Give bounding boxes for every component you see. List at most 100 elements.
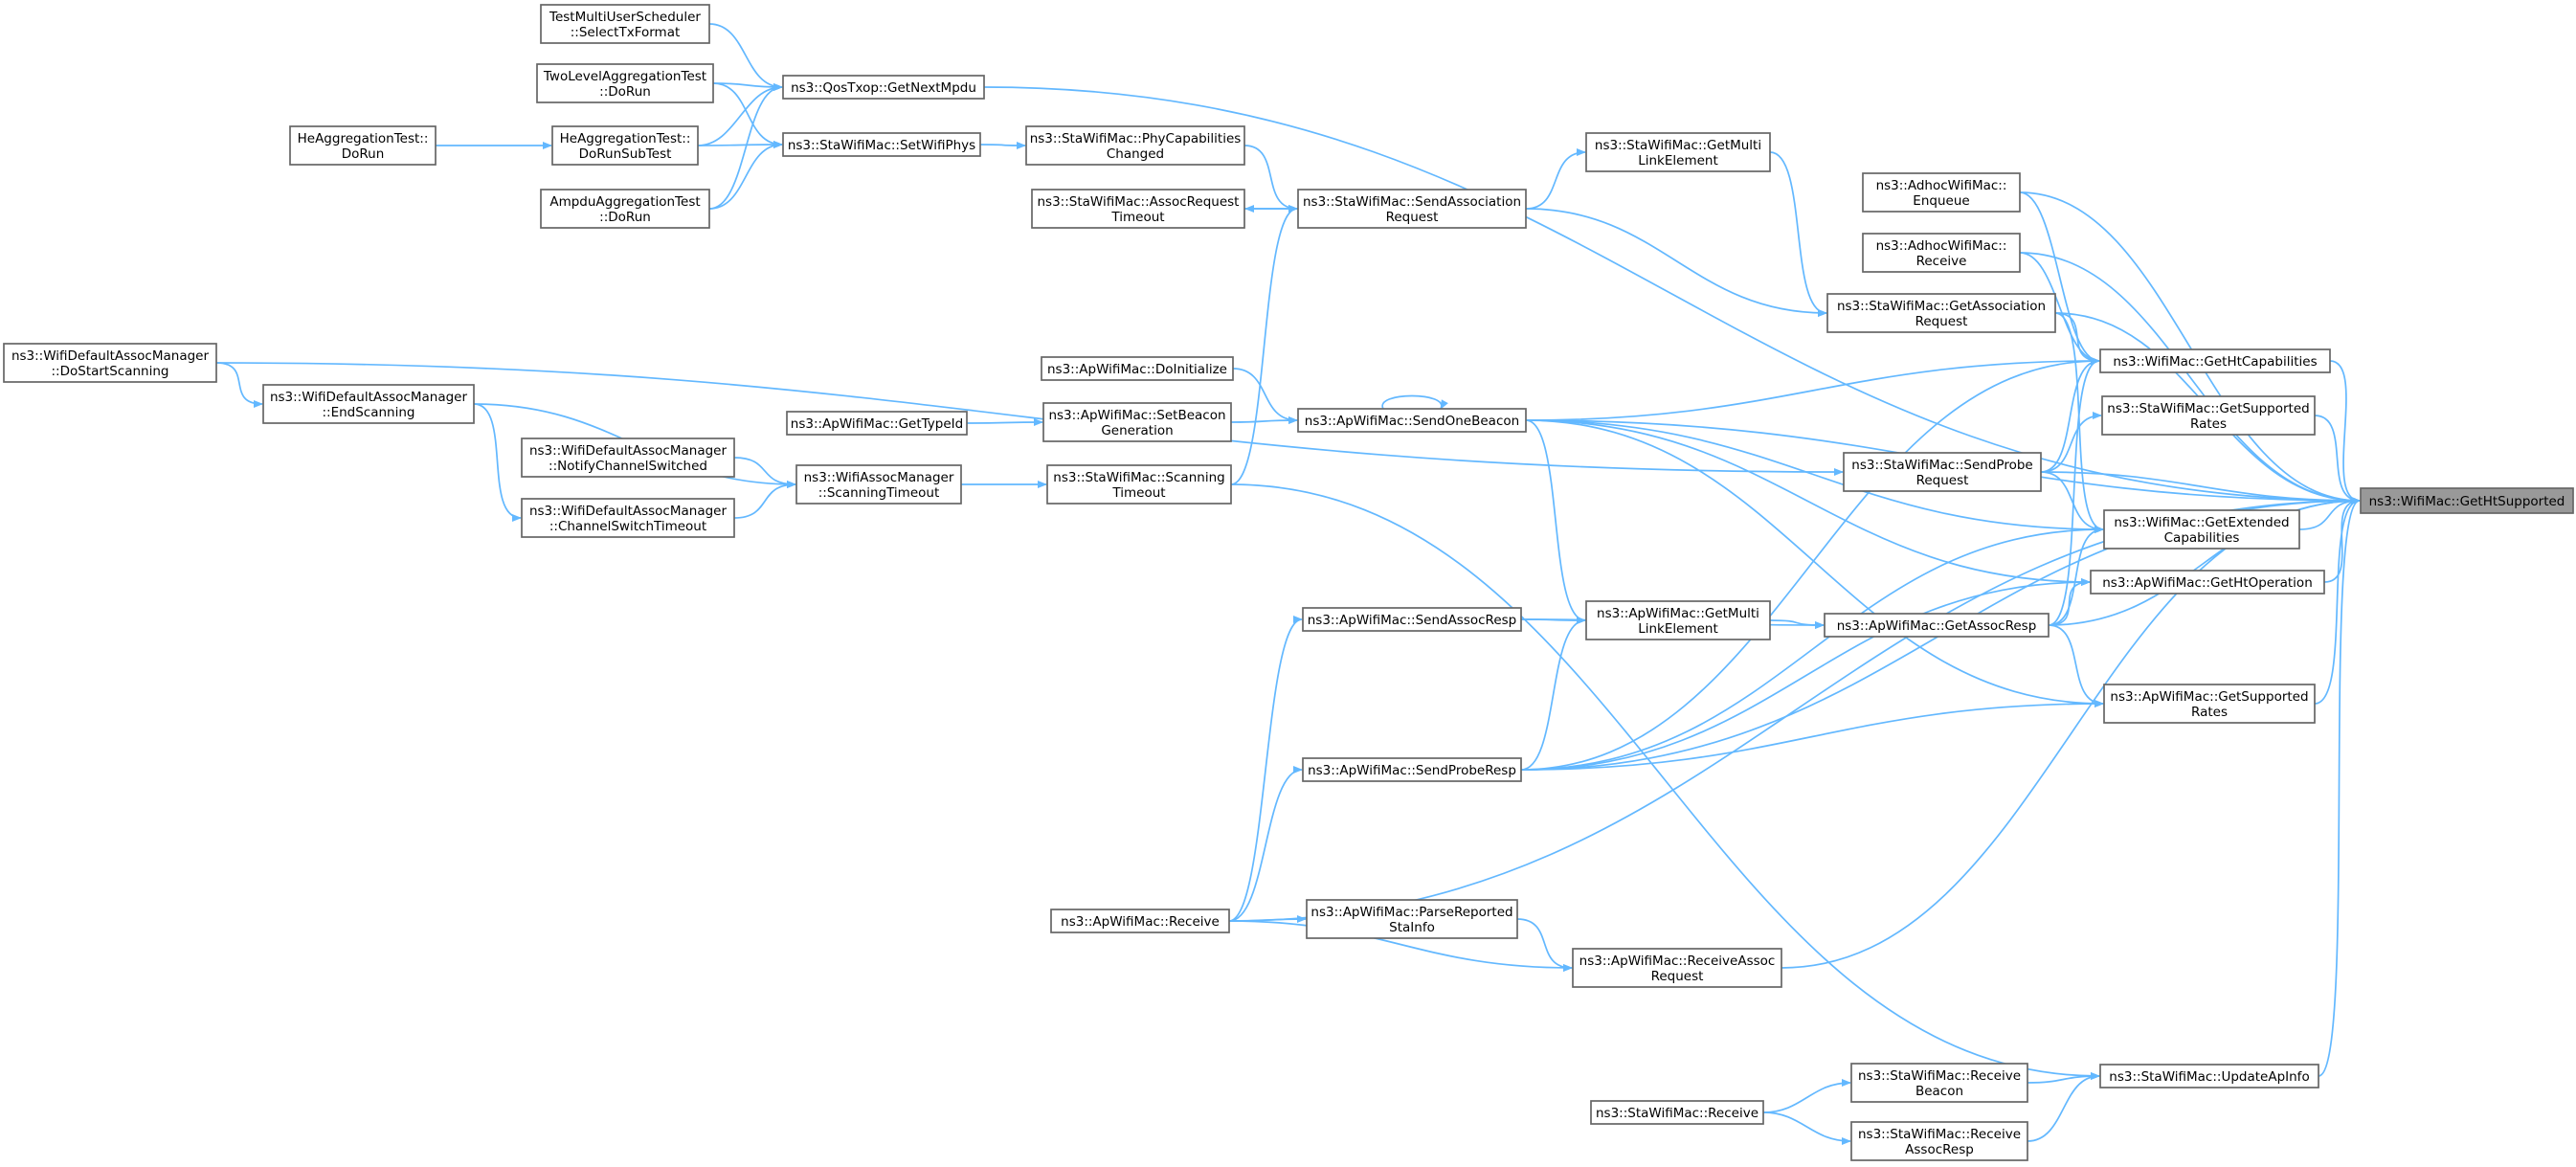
node-ampdu[interactable]: AmpduAggregationTest::DoRun: [540, 189, 710, 229]
node-sendassocresp[interactable]: ns3::ApWifiMac::SendAssocResp: [1302, 607, 1522, 632]
node-mgr_scantimeout[interactable]: ns3::WifiAssocManager::ScanningTimeout: [795, 464, 962, 505]
node-label: AssocResp: [1905, 1142, 1974, 1157]
node-label: Request: [1651, 969, 1704, 984]
node-label: Timeout: [1111, 485, 1165, 501]
node-twolevel[interactable]: TwoLevelAggregationTest::DoRun: [536, 63, 714, 103]
node-label: ns3::ApWifiMac::GetTypeId: [791, 416, 963, 432]
node-label: Request: [1915, 314, 1968, 329]
node-heagg_dorun[interactable]: HeAggregationTest::DoRun: [289, 125, 437, 166]
node-label: ns3::StaWifiMac::PhyCapabilities: [1030, 131, 1242, 146]
node-label: TwoLevelAggregationTest: [543, 69, 706, 84]
edge-ap_receive-to-sendassocresp: [1228, 616, 1303, 922]
node-box: [1297, 189, 1527, 229]
edge-sendproberesp-to-ap_getsuprates: [1520, 700, 2104, 771]
node-qos_getnextmpdu[interactable]: ns3::QosTxop::GetNextMpdu: [782, 75, 985, 100]
node-label: ns3::ApWifiMac::GetSupported: [2110, 689, 2308, 705]
node-label: ::DoRun: [599, 210, 651, 225]
node-box: [1826, 293, 2056, 333]
node-label: Receive: [1916, 254, 1967, 269]
node-label: ns3::AdhocWifiMac::: [1876, 178, 2007, 193]
edge-heagg_subtest-to-setwifiphys: [697, 141, 783, 149]
node-gettypeid[interactable]: ns3::ApWifiMac::GetTypeId: [786, 411, 968, 436]
node-box: [1572, 948, 1782, 988]
node-box: [1302, 607, 1522, 632]
node-box: [2103, 684, 2316, 724]
node-ap_receive[interactable]: ns3::ApWifiMac::Receive: [1050, 909, 1230, 933]
node-setwifiphys[interactable]: ns3::StaWifiMac::SetWifiPhys: [782, 132, 981, 157]
node-sendonebeacon[interactable]: ns3::ApWifiMac::SendOneBeacon: [1297, 408, 1527, 433]
node-endscan[interactable]: ns3::WifiDefaultAssocManager::EndScannin…: [262, 384, 475, 424]
node-gethtop[interactable]: ns3::ApWifiMac::GetHtOperation: [2090, 570, 2325, 595]
node-box: [289, 125, 437, 166]
node-box: [1025, 125, 1245, 166]
node-adhoc_enqueue[interactable]: ns3::AdhocWifiMac::Enqueue: [1862, 172, 2021, 213]
node-label: ns3::StaWifiMac::Receive: [1858, 1127, 2021, 1142]
edge-testmulti-to-qos_getnextmpdu: [708, 23, 783, 91]
edge-twolevel-to-qos_getnextmpdu: [712, 82, 783, 91]
node-root[interactable]: ns3::WifiMac::GetHtSupported: [2360, 487, 2574, 514]
edge-gettypeid-to-setbeacongen: [966, 418, 1043, 427]
node-box: [1843, 452, 2042, 492]
edge-dostartscan-to-sendprobereq: [215, 362, 1844, 476]
node-label: ns3::StaWifiMac::SetWifiPhys: [788, 138, 975, 153]
edge-ap_receive-to-sendproberesp: [1228, 766, 1303, 922]
edge-sendproberesp-to-getextcap: [1520, 526, 2104, 771]
node-label: ns3::WifiDefaultAssocManager: [529, 504, 728, 519]
node-doinitialize[interactable]: ns3::ApWifiMac::DoInitialize: [1041, 356, 1234, 381]
node-box: [1302, 757, 1522, 782]
node-notifych[interactable]: ns3::WifiDefaultAssocManager::NotifyChan…: [521, 438, 735, 478]
node-dostartscan[interactable]: ns3::WifiDefaultAssocManager::DoStartSca…: [3, 343, 217, 383]
node-sta_scantimeout[interactable]: ns3::StaWifiMac::ScanningTimeout: [1046, 464, 1232, 505]
node-adhoc_receive[interactable]: ns3::AdhocWifiMac::Receive: [1862, 233, 2021, 273]
node-label: ::DoStartScanning: [52, 364, 169, 379]
node-label: ns3::ApWifiMac::ParseReported: [1310, 905, 1512, 920]
node-box: [521, 498, 735, 538]
node-label: ns3::WifiDefaultAssocManager: [11, 348, 210, 364]
node-sendproberesp[interactable]: ns3::ApWifiMac::SendProbeResp: [1302, 757, 1522, 782]
node-updateapinfo[interactable]: ns3::StaWifiMac::UpdateApInfo: [2099, 1064, 2319, 1088]
edge-getassocresp-to-gethtop: [2048, 578, 2091, 626]
node-sta_receive[interactable]: ns3::StaWifiMac::Receive: [1590, 1100, 1764, 1125]
edge-sendprobereq-to-getextcap: [2040, 471, 2104, 533]
node-box: [1042, 402, 1232, 442]
node-getassocresp[interactable]: ns3::ApWifiMac::GetAssocResp: [1824, 613, 2050, 638]
node-label: ns3::ApWifiMac::GetAssocResp: [1837, 618, 2037, 634]
node-label: Request: [1386, 210, 1439, 225]
node-label: ns3::WifiDefaultAssocManager: [529, 443, 728, 459]
node-gethtcap[interactable]: ns3::WifiMac::GetHtCapabilities: [2099, 348, 2331, 373]
node-chswitchtimeout[interactable]: ns3::WifiDefaultAssocManager::ChannelSwi…: [521, 498, 735, 538]
edge-notifych-to-mgr_scantimeout: [733, 457, 796, 488]
edge-adhoc_receive-to-root: [2019, 252, 2361, 505]
node-box: [551, 125, 699, 166]
node-label: DoRun: [342, 146, 385, 162]
node-heagg_subtest[interactable]: HeAggregationTest::DoRunSubTest: [551, 125, 699, 166]
node-label: ns3::StaWifiMac::AssocRequest: [1038, 194, 1240, 210]
node-label: ns3::StaWifiMac::Scanning: [1053, 470, 1224, 485]
edge-ampdu-to-qos_getnextmpdu: [708, 83, 783, 210]
edge-sendonebeacon-to-getextcap: [1525, 419, 2104, 533]
edge-getassocresp-to-gethtcap: [2048, 357, 2100, 626]
node-testmulti[interactable]: TestMultiUserScheduler::SelectTxFormat: [540, 4, 710, 44]
edge-sendonebeacon-to-ap_getsuprates: [1525, 419, 2104, 707]
node-label: ns3::AdhocWifiMac::: [1876, 238, 2007, 254]
node-box: [540, 4, 710, 44]
edge-sta_getmultilink-to-getassocreq: [1769, 151, 1827, 317]
edge-sta_getsuprates-to-root: [2314, 415, 2361, 505]
node-label: StaInfo: [1389, 920, 1435, 935]
node-label: DoRunSubTest: [579, 146, 672, 162]
